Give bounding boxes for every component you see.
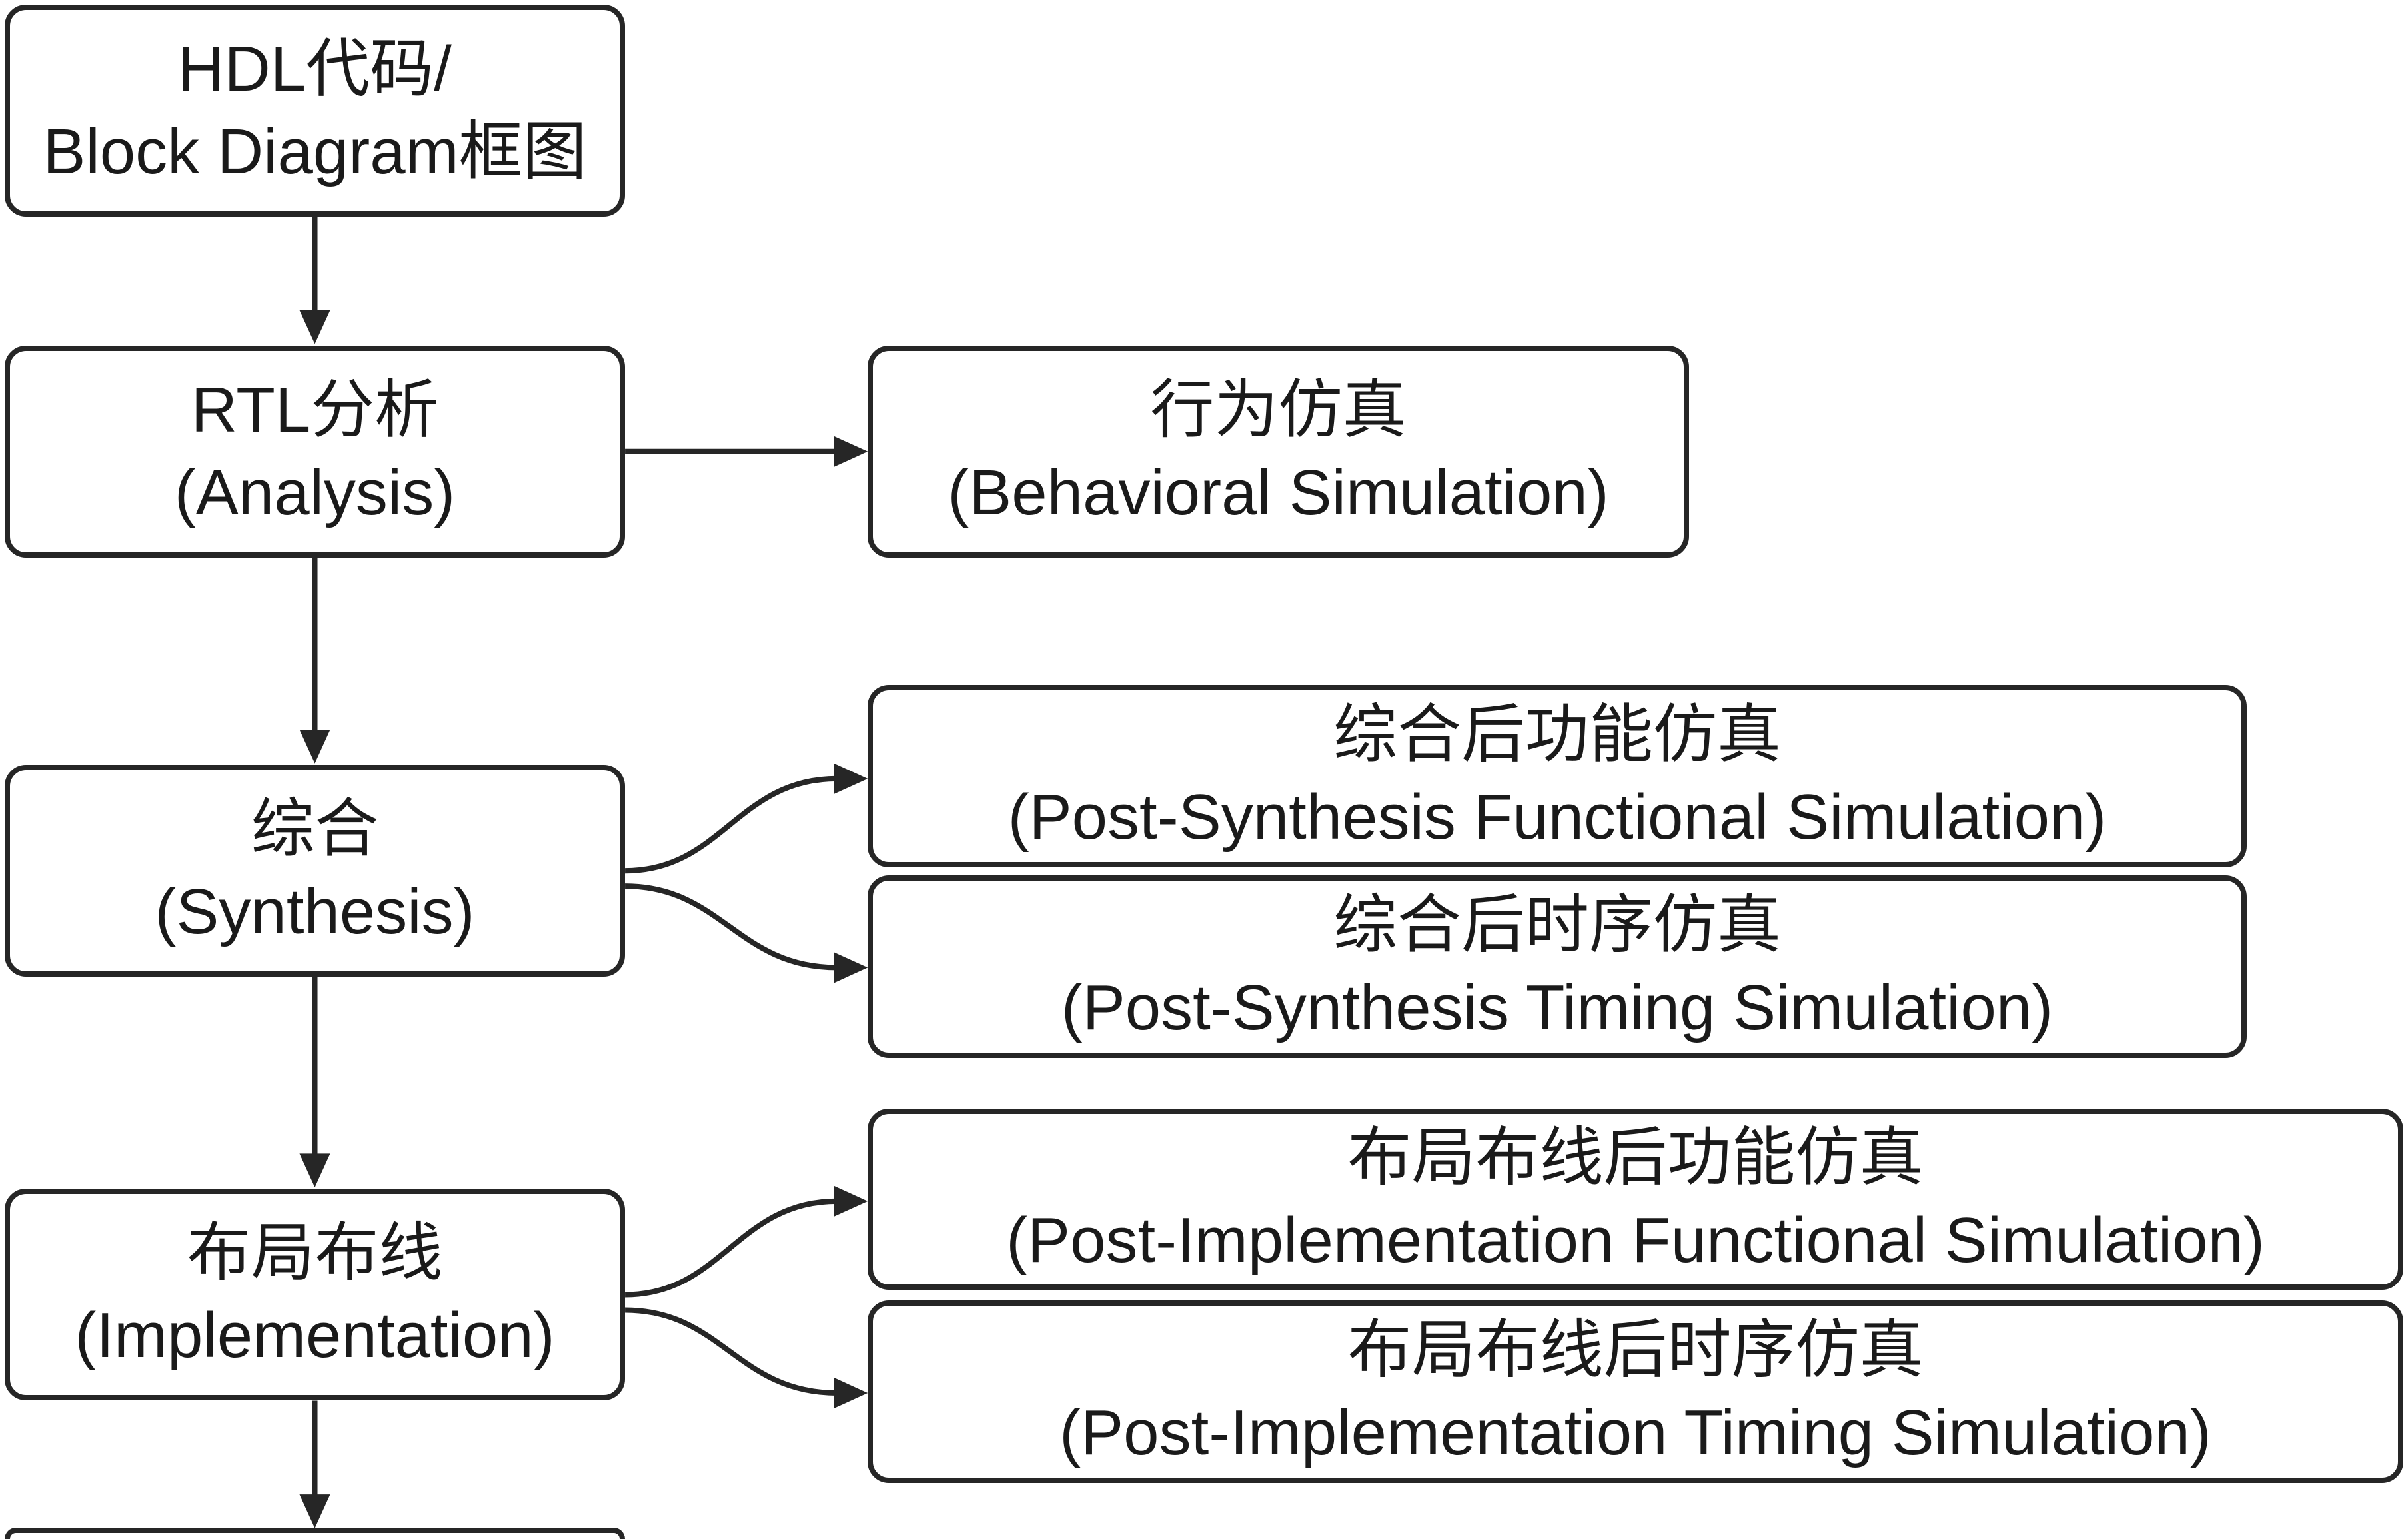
node-subtitle: (Post-Synthesis Functional Simulation) bbox=[1007, 781, 2107, 853]
node-title: 综合后时序仿真 bbox=[1333, 889, 1781, 961]
arrow-implementation-to-post-impl-func-sim bbox=[625, 1185, 868, 1298]
node-subtitle: (Implementation) bbox=[75, 1300, 555, 1371]
node-title: 综合后功能仿真 bbox=[1333, 699, 1781, 770]
node-title: 布局布线后功能仿真 bbox=[1347, 1122, 1924, 1193]
arrowhead bbox=[834, 1377, 868, 1409]
arrowhead bbox=[834, 1185, 868, 1217]
post-synthesis-functional-simulation-node: 综合后功能仿真 (Post-Synthesis Functional Simul… bbox=[868, 685, 2247, 867]
arrowhead bbox=[834, 952, 868, 983]
next-stage-node-partial bbox=[5, 1528, 625, 1539]
node-title: 行为仿真 bbox=[1150, 374, 1407, 446]
arrow-synthesis-to-post-synth-func-sim bbox=[625, 763, 868, 874]
arrowhead bbox=[834, 436, 868, 467]
node-title: 布局布线后时序仿真 bbox=[1347, 1314, 1924, 1386]
arrow-shaft bbox=[625, 883, 838, 971]
arrow-synthesis-to-implementation bbox=[299, 977, 330, 1188]
arrowhead bbox=[299, 1494, 330, 1528]
arrowhead bbox=[834, 763, 868, 794]
node-subtitle: Block Diagram框图 bbox=[43, 116, 587, 187]
arrow-shaft bbox=[625, 1307, 838, 1396]
node-subtitle: (Synthesis) bbox=[155, 876, 475, 947]
node-title: RTL分析 bbox=[191, 374, 439, 446]
node-subtitle: (Post-Implementation Functional Simulati… bbox=[1006, 1205, 2265, 1276]
arrow-implementation-to-next-stage bbox=[299, 1400, 330, 1528]
node-subtitle: (Post-Synthesis Timing Simulation) bbox=[1061, 972, 2054, 1043]
arrow-rtl-to-behavioral-sim bbox=[625, 436, 868, 467]
arrowhead bbox=[299, 310, 330, 344]
hdl-block-diagram-node: HDL代码/ Block Diagram框图 bbox=[5, 5, 625, 217]
implementation-node: 布局布线 (Implementation) bbox=[5, 1189, 625, 1400]
node-title: 布局布线 bbox=[187, 1217, 443, 1288]
node-subtitle: (Analysis) bbox=[174, 457, 456, 528]
post-implementation-timing-simulation-node: 布局布线后时序仿真 (Post-Implementation Timing Si… bbox=[868, 1300, 2403, 1483]
post-synthesis-timing-simulation-node: 综合后时序仿真 (Post-Synthesis Timing Simulatio… bbox=[868, 875, 2247, 1058]
arrow-rtl-to-synthesis bbox=[299, 557, 330, 764]
rtl-analysis-node: RTL分析 (Analysis) bbox=[5, 346, 625, 558]
arrow-implementation-to-post-impl-timing-sim bbox=[625, 1307, 868, 1409]
arrow-synthesis-to-post-synth-timing-sim bbox=[625, 883, 868, 983]
arrow-shaft bbox=[625, 775, 838, 874]
arrowhead bbox=[299, 730, 330, 764]
node-title: 综合 bbox=[251, 793, 379, 865]
behavioral-simulation-node: 行为仿真 (Behavioral Simulation) bbox=[868, 346, 1689, 558]
arrowhead bbox=[299, 1153, 330, 1188]
node-title: HDL代码/ bbox=[178, 33, 452, 105]
arrow-hdl-to-rtl bbox=[299, 217, 330, 344]
node-subtitle: (Behavioral Simulation) bbox=[947, 457, 1609, 528]
post-implementation-functional-simulation-node: 布局布线后功能仿真 (Post-Implementation Functiona… bbox=[868, 1109, 2403, 1290]
arrow-shaft bbox=[625, 1198, 838, 1298]
node-subtitle: (Post-Implementation Timing Simulation) bbox=[1059, 1397, 2211, 1468]
synthesis-node: 综合 (Synthesis) bbox=[5, 765, 625, 977]
